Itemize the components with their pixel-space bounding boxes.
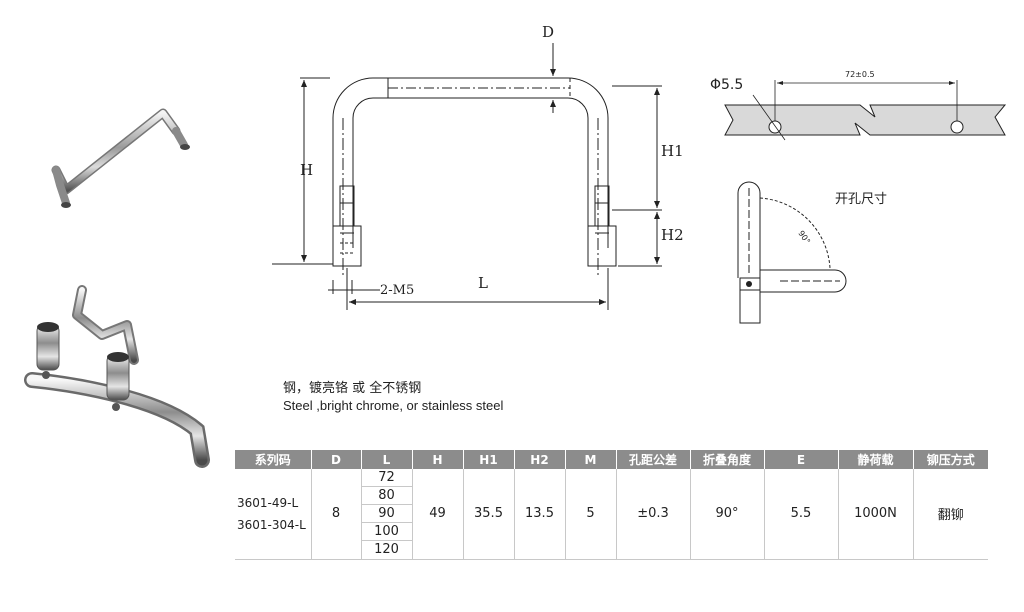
rivet-value: 翻铆 [912, 469, 988, 560]
header-h: H [411, 450, 463, 469]
fold-angle-label: 90° [796, 229, 812, 246]
header-angle: 折叠角度 [689, 450, 764, 469]
spec-table: 系列码 D L H H1 H2 M 孔距公差 折叠角度 E 静荷载 铆压方式 3… [235, 450, 988, 560]
hole-spacing-label: 72±0.5 [845, 70, 875, 79]
label-h: H [300, 161, 313, 179]
fold-angle-drawing: 90° [737, 181, 847, 324]
angle-value: 90° [689, 469, 764, 560]
material-description-en: Steel ,bright chrome, or stainless steel [283, 398, 504, 413]
m-value: 5 [564, 469, 616, 560]
model-code: 3601-304-L [237, 517, 306, 532]
l-values: 72 80 90 100 120 [360, 469, 412, 560]
model-code: 3601-49-L [237, 495, 299, 510]
table-row: 3601-49-L 3601-304-L 8 72 80 90 100 120 … [235, 469, 988, 560]
load-value: 1000N [837, 469, 913, 560]
header-model: 系列码 [235, 450, 311, 469]
label-l: L [478, 274, 488, 292]
l-value: 120 [374, 542, 399, 558]
l-value: 100 [361, 523, 412, 542]
header-l: L [360, 450, 412, 469]
header-rivet: 铆压方式 [912, 450, 988, 469]
model-cell: 3601-49-L 3601-304-L [235, 469, 311, 560]
hole-pattern-drawing: Φ5.5 72±0.5 开孔尺寸 [710, 70, 1007, 207]
l-value: 80 [361, 487, 412, 506]
e-value: 5.5 [763, 469, 838, 560]
handle-dimension-drawing: D H H1 H2 L 2-M5 [272, 23, 684, 310]
h2-value: 13.5 [513, 469, 565, 560]
l-value: 72 [361, 469, 412, 488]
material-description-cn: 钢，镀亮铬 或 全不锈钢 [283, 381, 422, 396]
table-header-row: 系列码 D L H H1 H2 M 孔距公差 折叠角度 E 静荷载 铆压方式 [235, 450, 988, 469]
handle-photo-closeup [24, 285, 210, 468]
header-d: D [310, 450, 361, 469]
d-value: 8 [310, 469, 361, 560]
label-d: D [542, 23, 554, 41]
header-h2: H2 [513, 450, 565, 469]
tolerance-value: ±0.3 [615, 469, 690, 560]
h-value: 49 [411, 469, 463, 560]
header-m: M [564, 450, 616, 469]
hole-diameter-label: Φ5.5 [710, 77, 743, 93]
header-h1: H1 [462, 450, 514, 469]
handle-photo-top [51, 108, 190, 208]
l-value: 90 [361, 505, 412, 524]
label-m5: 2-M5 [380, 283, 414, 298]
header-tolerance: 孔距公差 [615, 450, 690, 469]
label-h1: H1 [661, 142, 684, 160]
header-e: E [763, 450, 838, 469]
header-load: 静荷载 [837, 450, 913, 469]
label-h2: H2 [661, 226, 684, 244]
h1-value: 35.5 [462, 469, 514, 560]
hole-caption: 开孔尺寸 [835, 192, 887, 207]
